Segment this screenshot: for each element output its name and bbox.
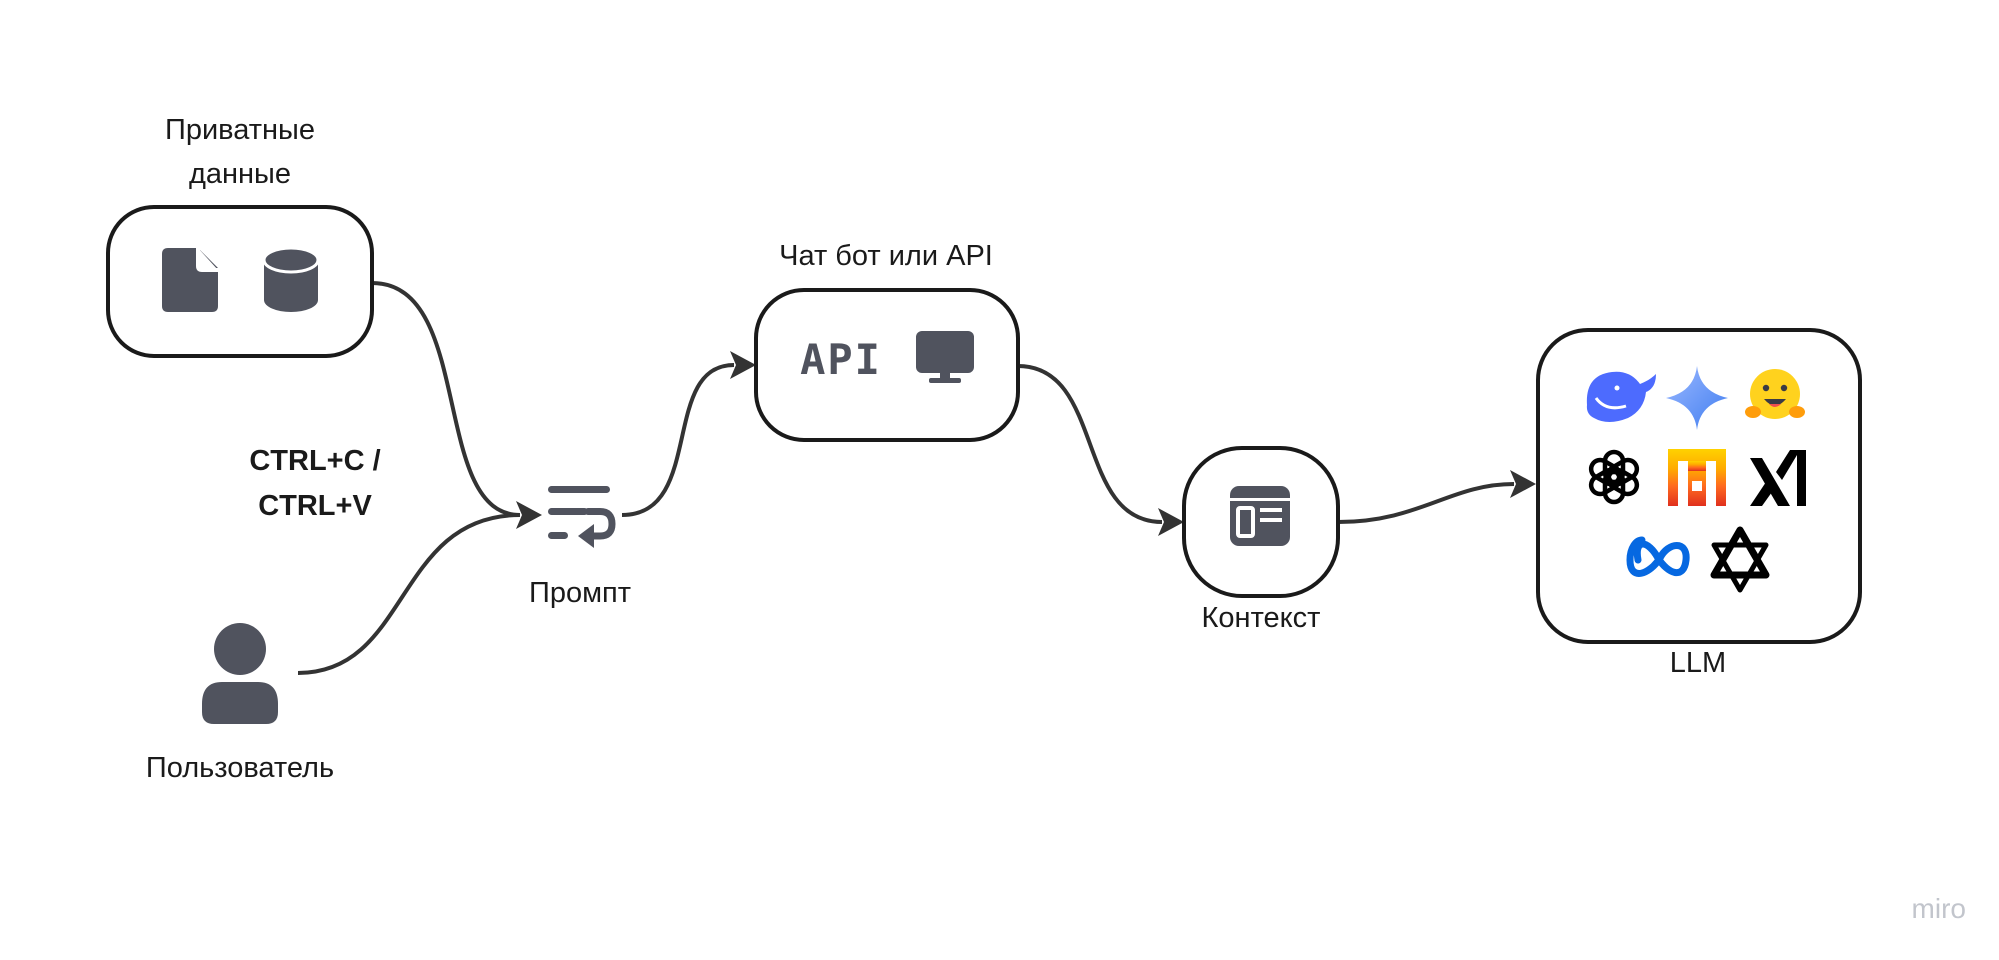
private-data-label-line2: данные — [189, 158, 291, 190]
user-label: Пользователь — [146, 752, 334, 784]
copy-paste-line2: CTRL+V — [258, 490, 372, 522]
copy-paste-note: CTRL+C / CTRL+V — [249, 445, 380, 522]
huggingface-logo — [1745, 369, 1805, 419]
node-prompt[interactable]: Промпт — [529, 486, 631, 609]
private-data-label-line1: Приватные — [165, 114, 315, 146]
document-icon — [162, 248, 218, 312]
text-wrap-icon — [548, 486, 616, 548]
context-label: Контекст — [1202, 602, 1321, 634]
node-chat-api[interactable]: Чат бот или API API — [754, 240, 1020, 442]
xai-logo — [1750, 450, 1806, 506]
deepseek-logo — [1586, 371, 1656, 422]
node-llm[interactable]: LLM — [1536, 328, 1862, 679]
api-icon: API — [800, 335, 882, 384]
context-window-icon — [1230, 486, 1290, 546]
llm-label: LLM — [1670, 647, 1726, 679]
gemini-logo — [1666, 366, 1728, 430]
database-icon — [262, 246, 320, 312]
qwen-logo — [1710, 526, 1770, 593]
private-data-box[interactable] — [106, 205, 374, 358]
edges — [297, 281, 1536, 675]
copy-paste-line1: CTRL+C / — [249, 445, 380, 477]
edge-chat-api-to-context — [1017, 364, 1184, 536]
openai-logo — [1588, 449, 1640, 505]
miro-watermark: miro — [1912, 893, 1966, 924]
edge-private-data-to-prompt — [371, 281, 542, 529]
api-text: API — [800, 335, 882, 384]
edge-user-to-prompt — [297, 513, 521, 675]
mistral-logo — [1668, 449, 1726, 506]
edge-prompt-to-chat-api — [621, 351, 756, 517]
meta-logo — [1626, 536, 1690, 577]
node-context[interactable]: Контекст — [1182, 446, 1340, 634]
monitor-icon — [916, 331, 974, 383]
chat-api-label: Чат бот или API — [779, 240, 993, 272]
chat-api-box[interactable] — [754, 288, 1020, 442]
prompt-label: Промпт — [529, 577, 631, 609]
user-icon — [202, 623, 278, 724]
node-private-data[interactable]: Приватные данные — [106, 114, 374, 358]
node-user[interactable]: Пользователь — [146, 623, 334, 784]
edge-context-to-llm — [1337, 470, 1536, 524]
